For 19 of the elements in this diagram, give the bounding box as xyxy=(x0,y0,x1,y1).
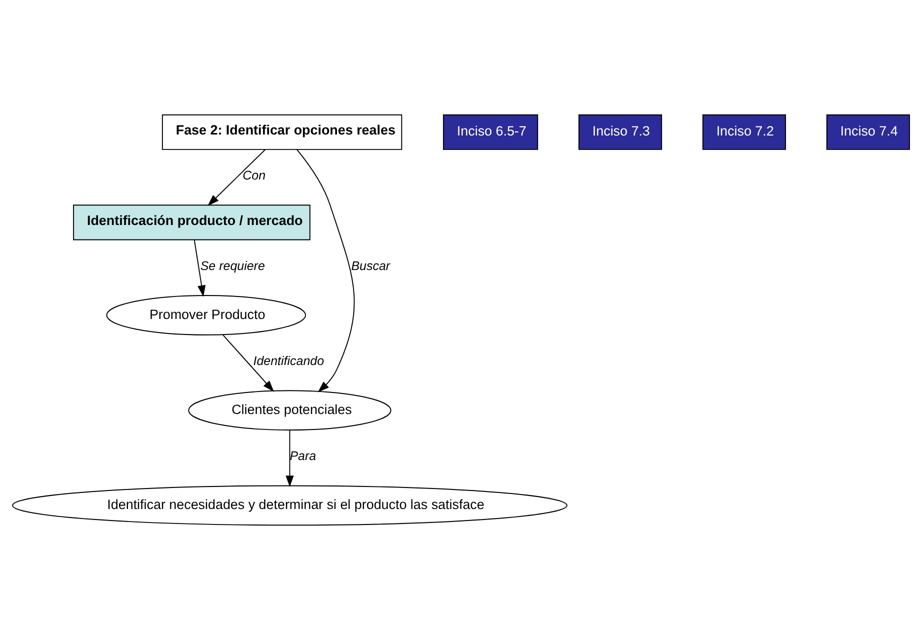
edge-label: Para xyxy=(290,449,316,464)
edge-label: Se requiere xyxy=(200,258,265,273)
arrow xyxy=(286,430,294,488)
node-ellipse: Clientes potenciales xyxy=(188,390,392,430)
node-box: Identificación producto / mercado xyxy=(73,204,310,240)
node-ellipse: Promover Producto xyxy=(106,295,306,336)
node-ellipse: Identificar necesidades y determinar si el producto las satisface xyxy=(12,485,568,526)
node-box: Fase 2: Identificar opciones reales xyxy=(162,114,402,150)
node-box: Inciso 7.4 xyxy=(826,114,910,150)
edge-label: Con xyxy=(242,168,266,183)
arrow xyxy=(222,334,274,392)
node-box: Inciso 7.3 xyxy=(578,114,662,150)
arrow xyxy=(194,240,206,297)
node-box: Inciso 7.2 xyxy=(702,114,786,150)
arrow xyxy=(296,148,355,392)
node-box: Inciso 6.5-7 xyxy=(442,114,538,150)
arrow xyxy=(208,149,266,206)
edge-label: Buscar xyxy=(351,258,390,273)
edge-label: Identificando xyxy=(253,354,324,368)
